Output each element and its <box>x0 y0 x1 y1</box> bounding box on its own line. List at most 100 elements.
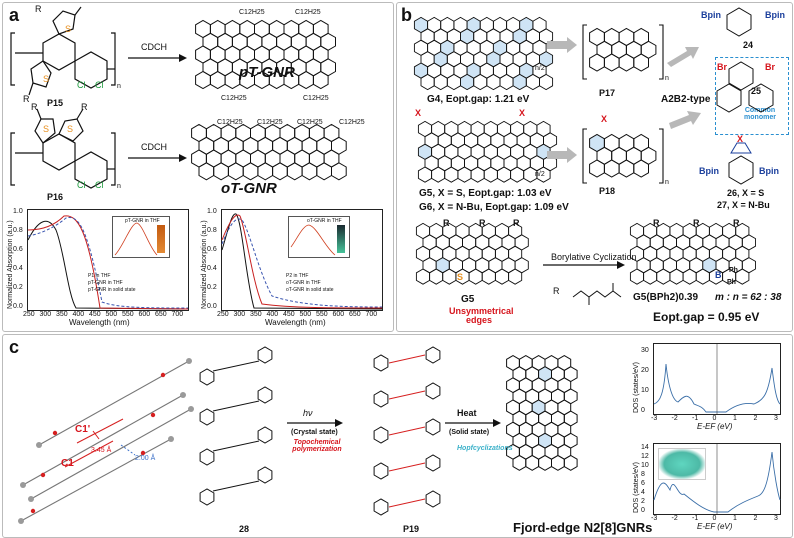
panel-b-structures <box>413 16 756 305</box>
g5b-r-3: R <box>513 218 520 228</box>
axis-tick: 0.6 <box>13 246 23 253</box>
plot-left-legend-1: P1 in THF <box>88 273 111 279</box>
ptgnr-title: pT-GNR <box>239 64 295 81</box>
axis-tick: 0 <box>641 507 645 514</box>
axis-tick: 1 <box>733 415 737 422</box>
p15-s-top: S <box>65 24 72 34</box>
ptgnr-c12-4: C12H25 <box>303 95 329 102</box>
dos-bottom-svg <box>653 444 781 514</box>
hopf-label: Hopfcyclizations <box>457 445 513 452</box>
bph-b: B <box>715 270 722 280</box>
cdch-label-2: CDCH <box>141 142 167 152</box>
bph-r-2: R <box>693 218 700 228</box>
cdch-label-1: CDCH <box>141 42 167 52</box>
ptgnr-c12-2: C12H25 <box>295 9 321 16</box>
axis-tick: 600 <box>332 311 345 318</box>
axis-tick: 0 <box>712 515 717 522</box>
p15-label: P15 <box>47 98 64 108</box>
g5-x-1: X <box>415 108 422 118</box>
axis-tick: 0.0 <box>13 303 23 310</box>
axis-tick: 600 <box>138 311 151 318</box>
panel-c: c <box>2 334 793 538</box>
ptgnr-c12-3: C12H25 <box>221 95 247 102</box>
solid-state: (Solid state) <box>449 429 490 436</box>
axis-tick: 14 <box>641 444 649 451</box>
plot-left-vial <box>157 225 165 253</box>
dos-bottom-orbital-inset <box>658 448 706 480</box>
axis-tick: 0.0 <box>207 303 217 310</box>
p19-label: P19 <box>403 524 420 534</box>
p16-cl-2: Cl <box>95 180 104 190</box>
plot-left: pT-GNR in THF P1 in THF pT-GNR in THF pT… <box>27 209 189 311</box>
axis-tick: -2 <box>671 515 678 522</box>
p18-n: n <box>665 179 669 186</box>
axis-tick: 550 <box>122 311 134 318</box>
panel-a: a R S S <box>2 2 394 332</box>
bpin-24-left: Bpin <box>701 10 721 20</box>
axis-tick: 700 <box>365 311 378 318</box>
bpin-monomers <box>716 7 774 185</box>
otgnr-c12-4: C12H25 <box>339 119 365 126</box>
axis-tick: 3 <box>774 515 778 522</box>
egap-label: Eopt.gap = 0.95 eV <box>653 310 760 324</box>
dist-345: 3.45 Å <box>91 447 112 454</box>
plot-right-xlabel: Wavelength (nm) <box>265 318 326 327</box>
g4-caption: G4, Eopt.gap: 1.21 eV <box>427 94 530 105</box>
axis-tick: 300 <box>233 311 246 318</box>
axis-tick: -3 <box>651 415 658 422</box>
p15-n: n <box>117 83 121 90</box>
plot-right-svg <box>221 213 383 310</box>
dos-bottom-xlabel: E-EF (eV) <box>697 522 733 531</box>
p15-cl-2: Cl <box>95 80 104 90</box>
axis-tick: 0.8 <box>207 227 217 234</box>
axis-tick: 20 <box>641 367 649 374</box>
p16-r-1: R <box>31 102 38 112</box>
axis-tick: 0.6 <box>207 246 217 253</box>
otgnr-c12-2: C12H25 <box>257 119 283 126</box>
common-monomer-box <box>715 57 789 135</box>
plot-left-xlabel: Wavelength (nm) <box>69 318 130 327</box>
dos-top-xlabel: E-EF (eV) <box>697 422 733 431</box>
axis-tick: 8 <box>641 471 645 478</box>
dist-200: 2.00 Å <box>135 455 156 462</box>
dos-bottom-ylabel: DOS (states/eV) <box>633 462 640 513</box>
axis-tick: 0 <box>712 415 717 422</box>
axis-tick: 30 <box>641 347 649 354</box>
g5b-name: G5 <box>461 294 475 305</box>
plot-right: oT-GNR in THF P2 in THF oT-GNR in THF oT… <box>221 209 383 311</box>
compound-26: 26, X = S <box>727 188 765 198</box>
g5b-r-1: R <box>443 218 450 228</box>
plot-left-legend-2: pT-GNR in THF <box>88 280 123 286</box>
axis-tick: -3 <box>651 515 658 522</box>
bph-r-1: R <box>653 218 660 228</box>
borylative-label: Borylative Cyclization <box>551 252 637 262</box>
monomer-28: 28 <box>239 524 250 534</box>
axis-tick: 0.4 <box>207 265 217 272</box>
bpin-26-right: Bpin <box>759 166 779 176</box>
dos-top-plot <box>653 343 781 415</box>
axis-tick: 250 <box>217 311 229 318</box>
a2b2-label: A2B2-type <box>661 94 711 105</box>
g5-x-2: X <box>519 108 526 118</box>
plot-right-legend-2: oT-GNR in THF <box>286 280 321 286</box>
axis-tick: 500 <box>299 311 312 318</box>
p17-label: P17 <box>599 88 616 98</box>
axis-tick: 1.0 <box>207 208 217 215</box>
p16-label: P16 <box>47 192 64 202</box>
p15-r-top: R <box>35 4 42 14</box>
plot-right-inset-title: oT-GNR in THF <box>307 218 342 224</box>
g5bph-label: G5(BPh2)0.39 <box>633 292 699 303</box>
axis-tick: 450 <box>89 311 101 318</box>
compound-24: 24 <box>743 40 754 50</box>
axis-tick: 700 <box>171 311 184 318</box>
br-1: Br <box>717 62 728 72</box>
alkyl-r: R <box>553 286 560 296</box>
axis-tick: 650 <box>349 311 361 318</box>
axis-tick: 450 <box>283 311 295 318</box>
fjord-label: Fjord-edge N2[8]GNRs <box>513 520 653 535</box>
common-monomer-label: Common monomer <box>744 107 776 121</box>
panel-c-structures <box>18 346 578 524</box>
p16-s-2: S <box>67 124 74 134</box>
axis-tick: 0.8 <box>13 227 23 234</box>
panel-b-label: b <box>401 5 412 25</box>
